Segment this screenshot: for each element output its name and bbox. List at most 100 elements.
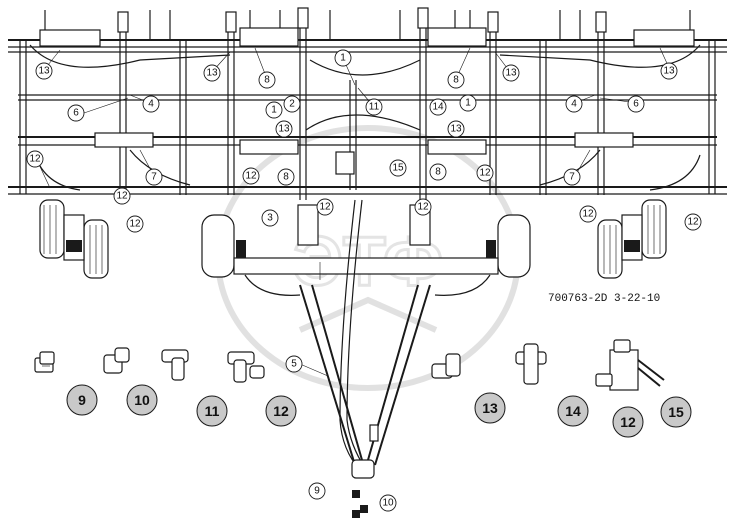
svg-text:6: 6 (73, 108, 79, 119)
callout: 12 (26, 150, 44, 168)
svg-text:8: 8 (264, 75, 270, 86)
svg-text:13: 13 (278, 124, 290, 135)
svg-text:1: 1 (271, 105, 277, 116)
svg-text:12: 12 (273, 403, 289, 419)
callout: 13 (447, 120, 465, 138)
svg-text:3: 3 (267, 213, 273, 224)
callout: 3 (261, 209, 279, 227)
legend-item: 13 (474, 392, 506, 424)
svg-text:11: 11 (369, 102, 380, 113)
swivel-adapter-icon (103, 347, 130, 374)
svg-text:5: 5 (291, 359, 297, 370)
svg-text:13: 13 (450, 124, 462, 135)
callout: 13 (660, 62, 678, 80)
svg-text:13: 13 (38, 66, 50, 77)
callout: 10 (379, 494, 397, 512)
callout: 12 (113, 187, 131, 205)
callout: 8 (258, 71, 276, 89)
run-tee-fitting-icon (227, 351, 265, 383)
callout: 7 (145, 168, 163, 186)
svg-text:9: 9 (314, 486, 320, 497)
callout-markers: 13 8 1 11 8 13 13 4 6 1 2 14 1 4 6 13 13… (26, 49, 702, 512)
svg-text:14: 14 (565, 403, 581, 419)
callout: 12 (316, 198, 334, 216)
svg-text:6: 6 (633, 99, 639, 110)
legend-item: 10 (126, 384, 158, 416)
svg-text:12: 12 (29, 154, 41, 165)
callout: 12 (242, 167, 260, 185)
legend-item: 14 (557, 395, 589, 427)
legend-item: 9 (66, 384, 98, 416)
callout: 11 (365, 98, 383, 116)
callout: 8 (429, 163, 447, 181)
legend-item: 11 (196, 395, 228, 427)
gauge-wheels (39, 199, 667, 279)
svg-text:2: 2 (289, 99, 295, 110)
svg-text:12: 12 (687, 217, 699, 228)
callout: 7 (563, 168, 581, 186)
callout: 13 (203, 64, 221, 82)
svg-text:13: 13 (206, 68, 218, 79)
callout: 15 (389, 159, 407, 177)
svg-text:13: 13 (482, 400, 498, 416)
svg-text:4: 4 (148, 99, 154, 110)
callout: 13 (35, 62, 53, 80)
legend-item: 15 (660, 396, 692, 428)
svg-text:7: 7 (569, 172, 575, 183)
callout: 4 (142, 95, 160, 113)
callout: 9 (308, 482, 326, 500)
callout: 4 (565, 95, 583, 113)
svg-text:13: 13 (505, 68, 517, 79)
svg-text:12: 12 (129, 219, 141, 230)
svg-text:12: 12 (245, 171, 257, 182)
tee-fitting-icon (161, 349, 189, 381)
svg-text:13: 13 (663, 66, 675, 77)
svg-text:12: 12 (116, 191, 128, 202)
svg-text:4: 4 (571, 99, 577, 110)
callout: 6 (67, 104, 85, 122)
callout: 1 (334, 49, 352, 67)
callout: 13 (275, 120, 293, 138)
callout: 2 (283, 95, 301, 113)
callout: 12 (684, 213, 702, 231)
svg-text:1: 1 (340, 53, 346, 64)
svg-text:9: 9 (78, 392, 86, 408)
legend-item: 12 (612, 406, 644, 438)
callout: 8 (447, 71, 465, 89)
callout: 1 (265, 101, 283, 119)
callout: 12 (579, 205, 597, 223)
svg-text:12: 12 (319, 202, 331, 213)
svg-text:7: 7 (151, 172, 157, 183)
drawing-number: 700763-2D 3-22-10 (548, 293, 660, 305)
fittings-legend (34, 339, 665, 391)
callout: 5 (285, 355, 303, 373)
restrictor-valve-icon (595, 339, 665, 391)
callout: 1 (459, 94, 477, 112)
svg-text:12: 12 (620, 414, 636, 430)
svg-text:8: 8 (435, 167, 441, 178)
svg-text:10: 10 (382, 498, 394, 509)
callout: 6 (627, 95, 645, 113)
legend-item: 12 (265, 395, 297, 427)
callout: 12 (476, 164, 494, 182)
implement-frame (8, 7, 727, 200)
svg-text:14: 14 (432, 102, 444, 113)
callout: 14 (429, 98, 447, 116)
callout: 12 (126, 215, 144, 233)
svg-text:12: 12 (582, 209, 594, 220)
straight-adapter-icon (34, 351, 55, 373)
svg-text:15: 15 (392, 163, 404, 174)
svg-text:10: 10 (134, 392, 150, 408)
cross-valve-fitting-icon (515, 343, 547, 385)
svg-text:1: 1 (465, 98, 471, 109)
svg-text:12: 12 (479, 168, 491, 179)
callout: 13 (502, 64, 520, 82)
svg-text:11: 11 (205, 403, 220, 419)
svg-text:8: 8 (453, 75, 459, 86)
elbow-fitting-icon (431, 353, 461, 379)
callout: 8 (277, 168, 295, 186)
callout: 12 (414, 198, 432, 216)
svg-text:12: 12 (417, 202, 429, 213)
svg-text:15: 15 (668, 404, 684, 420)
